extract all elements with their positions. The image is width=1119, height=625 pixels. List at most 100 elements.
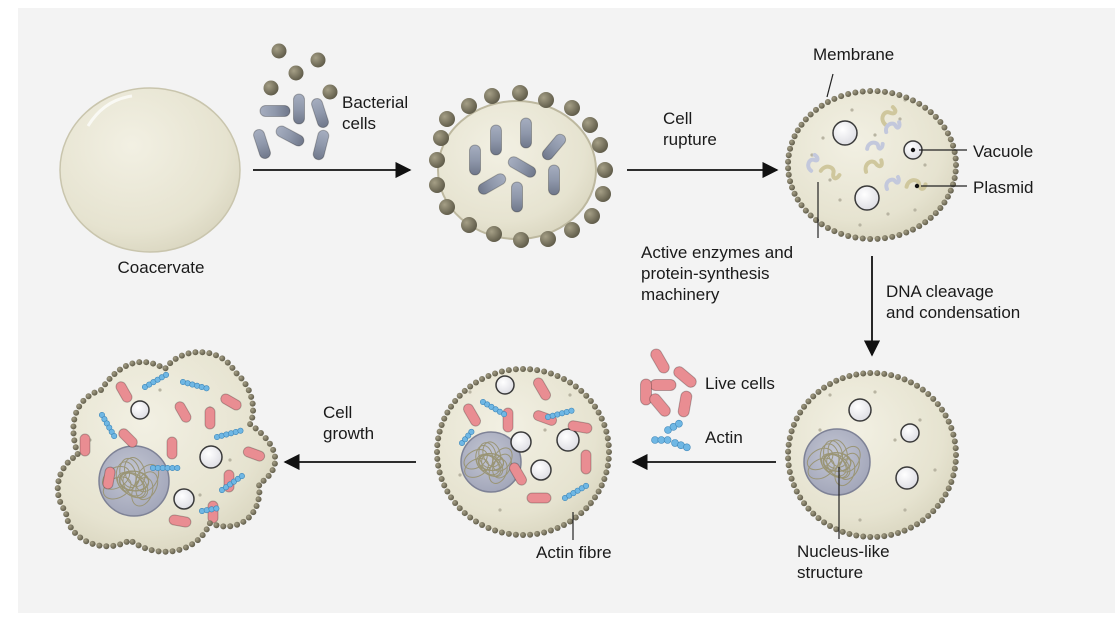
membrane-bead	[930, 508, 937, 515]
speck	[893, 438, 897, 442]
membrane-bead	[824, 224, 831, 231]
membrane-bead	[182, 544, 189, 551]
actin-monomer	[651, 436, 672, 444]
membrane-bead	[435, 462, 442, 469]
membrane-bead	[64, 459, 71, 466]
membrane-bead	[227, 523, 234, 530]
chromatin-loop	[826, 453, 851, 479]
bacterial-cell-surface	[564, 100, 580, 116]
membrane-bead	[560, 521, 567, 528]
dna-fragment	[865, 140, 885, 151]
membrane-bead	[578, 387, 585, 394]
membrane-bead	[785, 152, 792, 159]
plasmid	[904, 178, 928, 191]
chromatin-loop	[838, 445, 861, 473]
label-plasmid: Plasmid	[973, 178, 1033, 197]
membrane-bead	[894, 374, 901, 381]
bacterial-dot	[322, 84, 338, 100]
membrane-bead	[438, 475, 445, 482]
coacervate-droplet	[59, 87, 241, 253]
membrane-bead	[441, 415, 448, 422]
live-cell	[79, 433, 91, 457]
membrane-bead	[605, 442, 612, 449]
speck	[828, 178, 832, 182]
label-vacuole: Vacuole	[973, 142, 1033, 161]
membrane-bead	[944, 193, 951, 200]
membrane-bead	[64, 517, 71, 524]
speck	[498, 508, 502, 512]
membrane-bead	[846, 373, 853, 380]
membrane-bead	[805, 398, 812, 405]
membrane-bead	[950, 142, 957, 149]
membrane-bead	[793, 415, 800, 422]
live-cell	[242, 446, 266, 462]
membrane-bead	[434, 442, 441, 449]
membrane-bead	[934, 502, 941, 509]
membrane-bead	[801, 500, 808, 507]
membrane-bead	[845, 232, 852, 239]
speck	[918, 418, 922, 422]
membrane-bead	[498, 368, 505, 375]
membrane-bead	[881, 235, 888, 242]
membrane-bead	[938, 497, 945, 504]
membrane-bead	[240, 518, 247, 525]
membrane-bead	[785, 165, 792, 172]
bacterial-cell-surface	[538, 92, 554, 108]
membrane-bead	[815, 515, 822, 522]
membrane-bead	[952, 155, 959, 162]
label-enzymes-machinery: protein-synthesis	[641, 264, 770, 283]
actin-bead	[568, 407, 575, 414]
membrane-bead	[801, 403, 808, 410]
speck	[818, 428, 822, 432]
membrane-bead	[70, 423, 77, 430]
chromatin-loop	[464, 458, 489, 478]
speck	[458, 473, 462, 477]
membrane-bead	[787, 145, 794, 152]
membrane-bead	[485, 525, 492, 532]
label-live-cells: Live cells	[705, 374, 775, 393]
chromatin-loop	[135, 471, 159, 501]
label-cell-growth: growth	[323, 424, 374, 443]
membrane-bead	[833, 377, 840, 384]
membrane-bead	[901, 376, 908, 383]
actin-fibre	[98, 411, 118, 440]
vacuole	[199, 445, 223, 469]
speck	[850, 108, 854, 112]
live-cell	[640, 378, 652, 406]
label-bacterial-cells: cells	[342, 114, 376, 133]
plasmid	[880, 105, 898, 127]
bacterial-cell	[253, 128, 271, 160]
membrane-bead	[534, 367, 541, 374]
membrane-bead	[98, 387, 104, 393]
actin-bead	[174, 464, 181, 472]
membrane-bead	[947, 187, 954, 194]
membrane-bead	[922, 104, 929, 111]
membrane-bead	[492, 370, 499, 377]
membrane-bead	[953, 452, 959, 458]
membrane-bead	[867, 533, 874, 540]
membrane-bead	[255, 496, 262, 503]
live-cell	[115, 381, 133, 403]
bacterial-cell	[507, 156, 537, 178]
membrane-bead	[867, 235, 874, 242]
actin-fibre	[213, 427, 244, 441]
bacterial-dot	[271, 43, 287, 59]
membrane-bead	[874, 533, 881, 540]
membrane-bead	[937, 119, 944, 126]
label-actin-fibre: Actin fibre	[536, 543, 612, 562]
actin-fibre	[458, 428, 475, 447]
bacterial-cell-surface	[429, 152, 445, 168]
speck	[821, 136, 825, 140]
membrane-bead	[824, 99, 831, 106]
bacterial-cell-surface	[592, 137, 608, 153]
membrane-bead	[434, 455, 441, 462]
membrane-bead	[135, 542, 142, 549]
speck	[933, 468, 937, 472]
chromatin-loop	[822, 452, 852, 472]
membrane-bead	[63, 511, 70, 518]
vacuole	[510, 431, 532, 453]
membrane-bead	[178, 352, 185, 359]
membrane-bead	[818, 221, 825, 228]
membrane-bead	[952, 445, 959, 452]
membrane-bead	[172, 355, 179, 362]
